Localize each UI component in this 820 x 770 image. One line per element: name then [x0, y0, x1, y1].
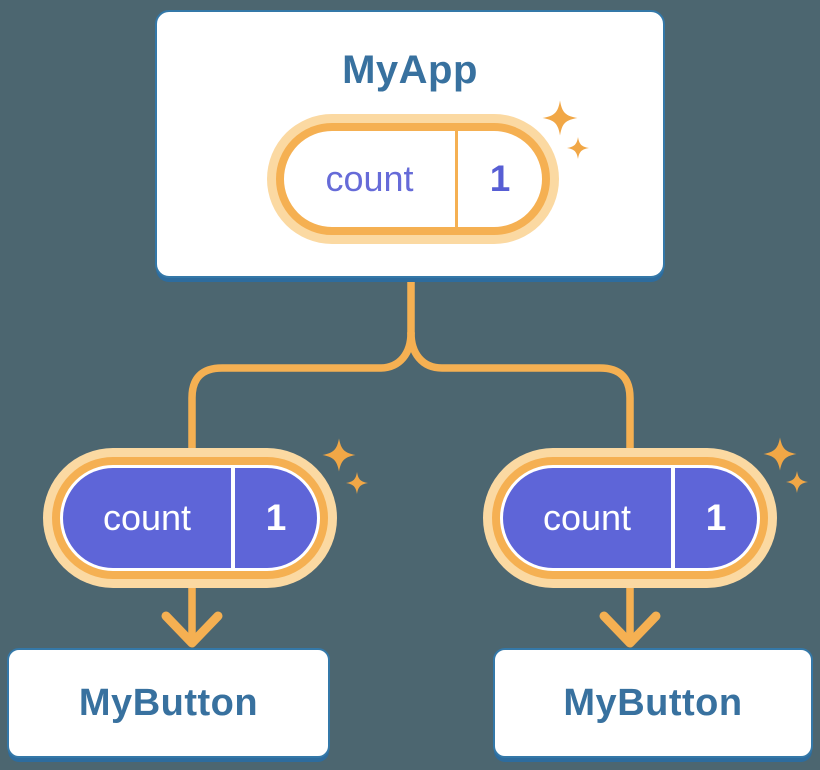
pill-divider [455, 131, 458, 227]
pill-divider [231, 468, 235, 568]
connector-branch-left [188, 329, 415, 644]
sparkles-icon [322, 438, 368, 494]
prop-name-label: count [102, 497, 192, 538]
prop-value-label: 1 [705, 497, 727, 538]
state-pill: count 1 [267, 114, 559, 244]
prop-pill-body: count 1 [503, 468, 757, 568]
child-component-title: MyButton [78, 681, 259, 724]
root-component-title: MyApp [342, 48, 478, 92]
child-component-title: MyButton [563, 681, 743, 724]
prop-value-label: 1 [265, 497, 287, 538]
connector-branch-right [407, 329, 634, 644]
prop-pill: count 1 [43, 448, 337, 588]
prop-pill-ring: count 1 [52, 457, 328, 579]
pill-divider [671, 468, 675, 568]
arrow-down-icon [161, 611, 223, 648]
sparkles-icon [542, 100, 589, 159]
child-component-card: MyButton [7, 648, 330, 758]
sparkles-icon [763, 437, 808, 493]
root-component-card: MyApp count 1 [155, 10, 665, 278]
child-component-card: MyButton [493, 648, 813, 758]
state-pill-ring: count 1 [276, 123, 550, 235]
prop-name-label: count [542, 497, 632, 538]
prop-pill-body: count 1 [63, 468, 317, 568]
prop-pill: count 1 [483, 448, 777, 588]
prop-pill-ring: count 1 [492, 457, 768, 579]
state-name-label: count [325, 158, 414, 199]
arrow-down-icon [599, 611, 661, 648]
state-value-label: 1 [489, 158, 511, 199]
